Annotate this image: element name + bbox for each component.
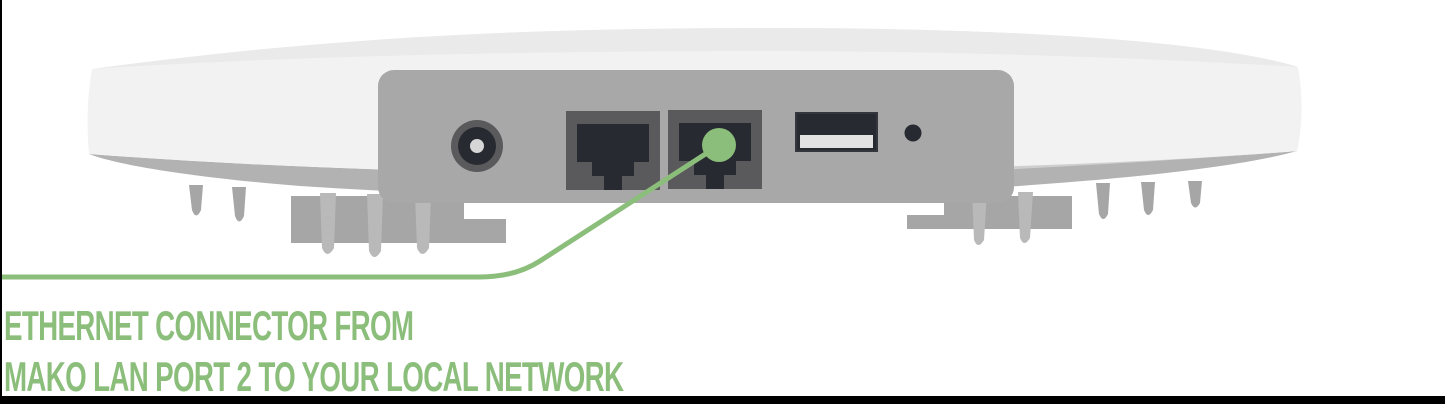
fin-tooth-icon [320, 193, 336, 254]
fin-tooth-icon [415, 195, 431, 254]
usb-port-tongue [800, 135, 873, 148]
mount-fins-left [189, 185, 506, 257]
caption-line-2: MAKO LAN PORT 2 TO YOUR LOCAL NETWORK [4, 353, 624, 400]
fin-tooth-icon [972, 192, 987, 245]
callout-caption: ETHERNET CONNECTOR FROM MAKO LAN PORT 2 … [4, 300, 624, 402]
fin-prong-icon [1096, 183, 1110, 219]
device-top-surface [92, 28, 1298, 69]
fin-tooth-icon [1018, 192, 1033, 243]
fin-prong-icon [1188, 181, 1202, 208]
reset-pinhole-icon [904, 124, 922, 142]
caption-line-1: ETHERNET CONNECTOR FROM [4, 302, 414, 349]
usb-port-icon [795, 112, 878, 152]
fin-prong-icon [232, 187, 246, 222]
fin-prong-icon [1141, 182, 1155, 215]
fin-prong-icon [189, 185, 203, 216]
lan-port-2-highlight-dot [702, 128, 736, 162]
fin-tooth-icon [367, 194, 383, 257]
mount-fins-right [907, 181, 1202, 245]
power-jack-pin [470, 139, 484, 153]
lan-port-1-icon [566, 111, 660, 190]
power-jack-icon [451, 120, 503, 172]
bottom-rule [0, 396, 1445, 404]
lan-port-1-jack [577, 124, 649, 190]
callout-leader-line [0, 150, 710, 280]
mount-block-icon [291, 196, 506, 243]
left-edge-rule [0, 0, 2, 404]
